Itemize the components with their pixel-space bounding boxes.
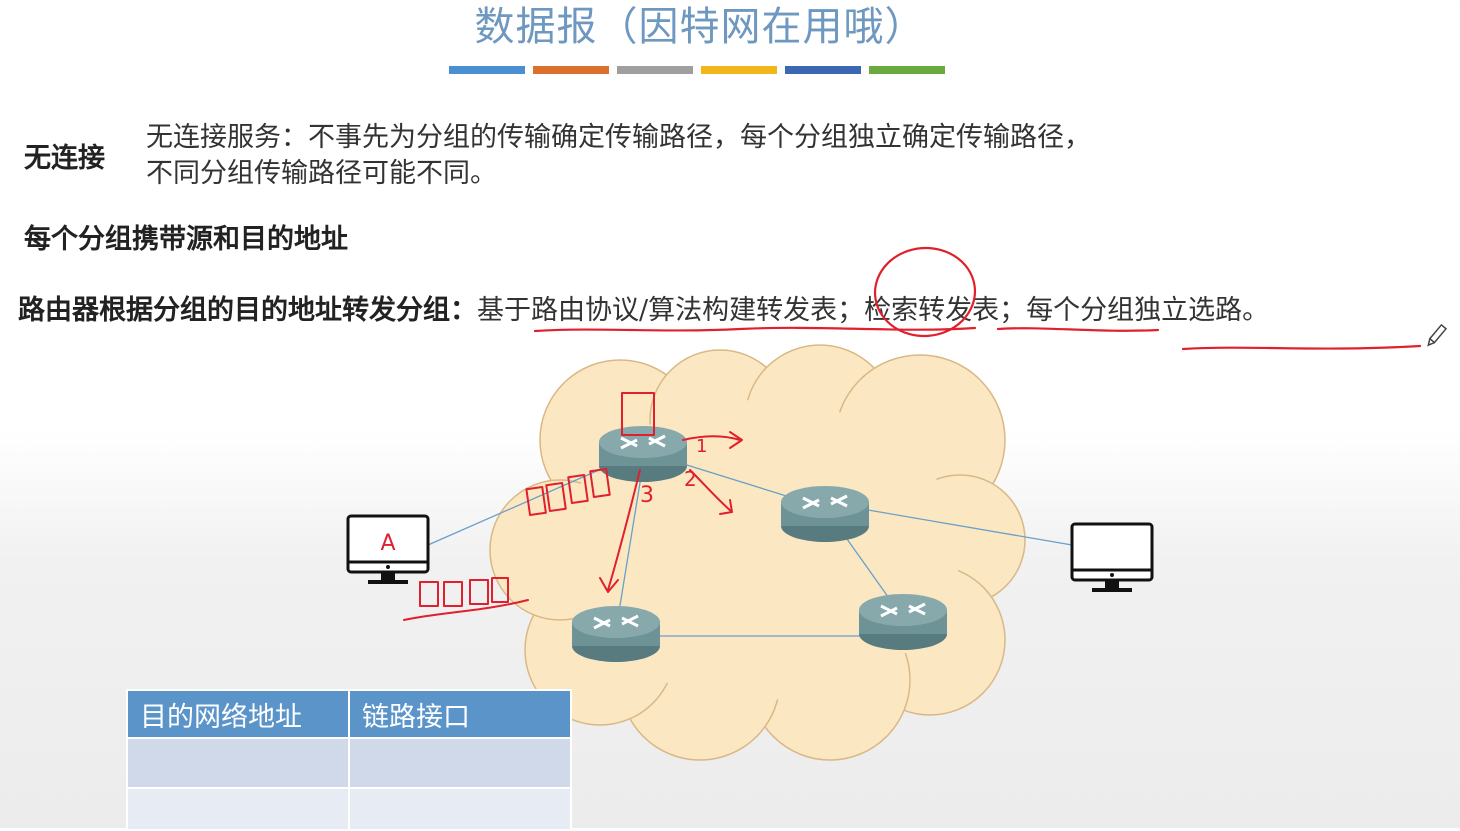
slide-title: 数据报（因特网在用哦） bbox=[474, 4, 926, 50]
router-top-right[interactable] bbox=[781, 486, 869, 542]
router-icon bbox=[620, 434, 666, 450]
annotation-underlines bbox=[533, 246, 1422, 351]
table-cell bbox=[126, 737, 350, 789]
title-bar-1 bbox=[449, 66, 525, 74]
title-bar-4 bbox=[701, 66, 777, 74]
router-icon bbox=[802, 494, 848, 510]
table-cell bbox=[348, 787, 572, 831]
forwarding-table: 目的网络地址 链路接口 bbox=[126, 689, 572, 831]
route-arrows bbox=[599, 431, 743, 593]
host-a-label: A bbox=[380, 531, 395, 556]
host-b[interactable] bbox=[1070, 522, 1154, 592]
router-icon bbox=[593, 614, 639, 630]
route-numbers: 3 2 1 bbox=[640, 436, 707, 508]
point-forwarding: 路由器根据分组的目的地址转发分组：基于路由协议/算法构建转发表；检索转发表；每个… bbox=[18, 288, 1269, 327]
route-number-3: 3 bbox=[640, 483, 654, 508]
table-row bbox=[126, 737, 572, 789]
table-row bbox=[126, 787, 572, 831]
point-address: 每个分组携带源和目的地址 bbox=[24, 224, 348, 255]
pencil-icon[interactable] bbox=[1426, 323, 1448, 347]
host-a[interactable]: A bbox=[346, 514, 430, 584]
router-icon bbox=[880, 602, 926, 618]
table-cell bbox=[348, 737, 572, 789]
header-dest-network: 目的网络地址 bbox=[126, 689, 350, 739]
packet-boxes-router bbox=[525, 392, 655, 516]
connectionless-label: 无连接 bbox=[24, 143, 105, 174]
route-number-2: 2 bbox=[684, 467, 697, 491]
router-bottom-left[interactable] bbox=[572, 606, 660, 662]
table-header-row: 目的网络地址 链路接口 bbox=[126, 689, 572, 739]
router-top-left[interactable] bbox=[599, 426, 687, 482]
title-bar-6 bbox=[869, 66, 945, 74]
watermark: 论坛 bbox=[0, 6, 45, 31]
connectionless-definition: 无连接服务：不事先为分组的传输确定传输路径，每个分组独立确定传输路径，不同分组传… bbox=[146, 122, 1091, 189]
point-forwarding-rest: 基于路由协议/算法构建转发表；检索转发表；每个分组独立选路。 bbox=[477, 295, 1270, 326]
packet-boxes-host bbox=[403, 577, 529, 621]
header-link-interface: 链路接口 bbox=[348, 689, 572, 739]
monitor-icon bbox=[346, 514, 430, 584]
table-cell bbox=[126, 787, 350, 831]
point-forwarding-lead: 路由器根据分组的目的地址转发分组： bbox=[18, 295, 477, 326]
title-underline-bars bbox=[449, 66, 945, 74]
router-bottom-right[interactable] bbox=[859, 594, 947, 650]
title-bar-2 bbox=[533, 66, 609, 74]
title-bar-5 bbox=[785, 66, 861, 74]
route-number-1: 1 bbox=[696, 436, 707, 457]
monitor-icon bbox=[1070, 522, 1154, 592]
title-bar-3 bbox=[617, 66, 693, 74]
